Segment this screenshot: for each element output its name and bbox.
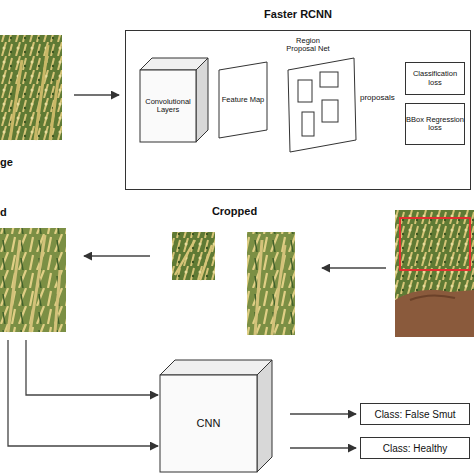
- box-side: [257, 360, 272, 472]
- node-label: Region Proposal Net: [282, 31, 334, 59]
- node-label: Convolutional Layers: [140, 70, 196, 142]
- flow-arrow: [290, 413, 356, 414]
- finger-line: [410, 295, 455, 300]
- crop-group: Cropped: [172, 230, 297, 336]
- class-box: Class: False Smut: [360, 403, 470, 425]
- node-label: Cropped: [187, 203, 282, 219]
- node-label: CNN: [160, 375, 257, 472]
- rice-photo: [0, 228, 66, 332]
- cropped-photo: [247, 232, 295, 335]
- proposal-box: [320, 72, 338, 87]
- detector-frame: Faster RCNNConvolutional LayersFeature M…: [125, 30, 471, 190]
- node-label: Faster RCNN: [126, 6, 470, 22]
- node-label: Classification loss: [406, 63, 464, 94]
- feature-map: Feature Map: [219, 62, 267, 138]
- proposal-box: [298, 80, 312, 102]
- cnn-block: CNN: [160, 360, 272, 472]
- proposal-net: Region Proposal Net: [288, 58, 356, 152]
- shape-outline: [160, 360, 272, 472]
- node-label: Class: False Smut: [361, 404, 469, 424]
- input-photo-frame: ge: [0, 35, 62, 140]
- flow-arrow: [290, 447, 356, 448]
- node-label: Class: Healthy: [361, 438, 469, 458]
- rice-photo: [0, 35, 62, 140]
- flow-label: proposals: [360, 94, 395, 103]
- proposal-box: [322, 100, 338, 122]
- box-side: [196, 58, 208, 142]
- flow-arrow: [84, 255, 150, 256]
- loss-box: Classification loss: [405, 62, 465, 95]
- flow-arrow: [8, 340, 158, 446]
- flow-arrow: [322, 267, 386, 268]
- proposal-sheet: [288, 58, 356, 152]
- rice-stalk: [255, 240, 285, 335]
- node-label: ge: [0, 155, 40, 169]
- field-photo: [395, 210, 474, 337]
- node-label: Feature Map: [221, 66, 265, 134]
- proposal-box: [302, 112, 314, 136]
- box-front: [160, 375, 257, 472]
- flow-arrow: [74, 94, 119, 95]
- node-label: BBox Regression loss: [406, 104, 464, 144]
- node-label: d: [0, 204, 30, 220]
- box-top: [160, 360, 272, 375]
- shape-outline: [288, 58, 356, 152]
- flow-arrow: [26, 340, 158, 395]
- cropped-photo: [172, 232, 215, 280]
- bounding-box: [400, 218, 470, 270]
- map-sheet: [219, 62, 267, 138]
- resized-photo-frame: d: [0, 228, 66, 332]
- box-front: [140, 70, 196, 142]
- loss-box: BBox Regression loss: [405, 103, 465, 145]
- class-box: Class: Healthy: [360, 437, 470, 459]
- hand-shape: [395, 290, 474, 337]
- rice-stalk: [8, 235, 60, 332]
- rice-stalk: [175, 240, 212, 280]
- rice-stalk: [10, 45, 58, 140]
- conv-block: Convolutional Layers: [140, 58, 208, 142]
